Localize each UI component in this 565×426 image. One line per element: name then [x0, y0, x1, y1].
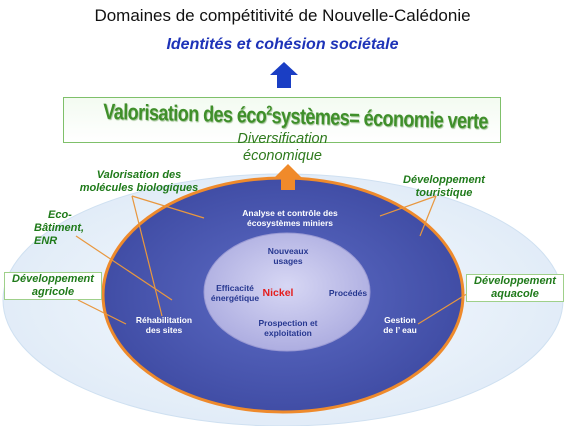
core-label-prospection: Prospection et exploitation: [248, 318, 328, 338]
diversification-line1: Diversification: [237, 131, 328, 147]
subtitle: Identités et cohésion sociétale: [166, 36, 399, 53]
label-developpement-agricole: Développement agricole: [4, 272, 102, 300]
gestion-line2: de l’ eau: [383, 325, 417, 335]
valorisation-line2: molécules biologiques: [79, 182, 199, 194]
efficacite-line1: Efficacité: [216, 283, 254, 293]
ring-label-analyse: Analyse et contrôle des écosystèmes mini…: [210, 208, 370, 228]
efficacite-line2: énergétique: [210, 293, 260, 303]
nouveaux-line1: Nouveaux: [267, 246, 309, 256]
green-economy-banner: Valorisation des éco2systèmes= économie …: [63, 97, 501, 143]
aquacole-line2: aquacole: [491, 288, 539, 300]
connector-line: [75, 235, 173, 301]
banner-text-after: systèmes= économie verte: [271, 103, 489, 134]
prospection-line1: Prospection et: [258, 318, 318, 328]
touristique-line1: Développement: [403, 174, 485, 186]
gestion-line1: Gestion: [384, 315, 416, 325]
connector-line: [131, 195, 205, 219]
connector-line: [131, 195, 163, 317]
touristique-line2: touristique: [415, 187, 473, 199]
analyse-line1: Analyse et contrôle des: [242, 208, 338, 218]
nickel-core: [203, 232, 371, 352]
nickel-label: Nickel: [262, 287, 294, 299]
rehabilitation-line2: des sites: [145, 325, 183, 335]
nouveaux-line2: usages: [273, 256, 303, 266]
core-label-efficacite: Efficacité énergétique: [205, 283, 265, 303]
diversification-label: Diversification économique: [200, 131, 365, 165]
eco-batiment-line2: Bâtiment,: [34, 222, 85, 234]
agricole-line1: Développement: [12, 273, 94, 285]
page-title: Domaines de compétitivité de Nouvelle-Ca…: [94, 6, 471, 25]
banner-text: Valorisation des éco2systèmes= économie …: [103, 98, 488, 134]
eco-batiment-line1: Eco-: [48, 209, 72, 221]
connector-line: [379, 195, 437, 217]
diversification-line2: économique: [243, 148, 322, 164]
up-arrow-blue-icon: [270, 62, 298, 88]
banner-text-before: Valorisation des éco: [103, 98, 267, 128]
ring-label-gestion-eau: Gestion de l’ eau: [370, 315, 430, 335]
connector-line: [417, 291, 471, 325]
rehabilitation-line1: Réhabilitation: [135, 315, 193, 325]
agricole-line2: agricole: [31, 286, 75, 298]
core-label-procedes: Procédés: [328, 288, 368, 298]
eco-batiment-line3: ENR: [34, 235, 58, 247]
ring-label-rehabilitation: Réhabilitation des sites: [124, 315, 204, 335]
up-arrow-orange-icon: [274, 164, 302, 190]
label-valorisation-molecules: Valorisation des molécules biologiques: [64, 169, 214, 195]
label-eco-batiment: Eco- Bâtiment, ENR: [34, 209, 94, 248]
core-label-nouveaux-usages: Nouveaux usages: [258, 246, 318, 266]
aquacole-line1: Développement: [474, 275, 556, 287]
connector-line: [77, 299, 127, 325]
analyse-line2: écosystèmes miniers: [247, 218, 333, 228]
valorisation-line1: Valorisation des: [96, 169, 182, 181]
label-developpement-touristique: Développement touristique: [394, 174, 494, 200]
prospection-line2: exploitation: [264, 328, 312, 338]
label-developpement-aquacole: Développement aquacole: [466, 274, 564, 302]
connector-line: [419, 195, 437, 237]
